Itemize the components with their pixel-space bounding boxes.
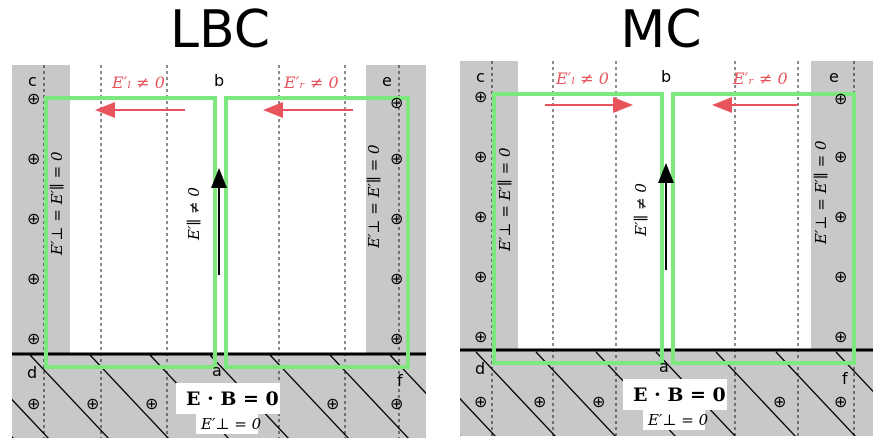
charge-icon: ⊕ bbox=[592, 392, 605, 411]
charge-icon: ⊕ bbox=[834, 147, 847, 166]
integration-loop bbox=[492, 92, 856, 365]
label-field-parallel: E′∥ ≠ 0 bbox=[632, 183, 650, 237]
label-field-left: E′ₗ ≠ 0 bbox=[111, 73, 165, 92]
label-wall-left: E′⊥ = E′∥ = 0 bbox=[48, 151, 66, 256]
charge-icon: ⊕ bbox=[326, 394, 339, 413]
charge-icon: ⊕ bbox=[474, 87, 487, 106]
charge-icon: ⊕ bbox=[533, 392, 546, 411]
charge-icon: ⊕ bbox=[474, 392, 487, 411]
panel-lbc: LBC bbox=[0, 0, 440, 441]
panel-title: LBC bbox=[169, 0, 271, 60]
point-b: b bbox=[661, 67, 671, 86]
conductor-right-wall bbox=[811, 61, 873, 351]
charge-icon: ⊕ bbox=[145, 394, 158, 413]
charge-icon: ⊕ bbox=[27, 209, 40, 228]
point-e: e bbox=[382, 71, 392, 90]
point-a: a bbox=[659, 357, 669, 376]
point-d: d bbox=[27, 363, 37, 382]
charge-icon: ⊕ bbox=[27, 149, 40, 168]
label-field-right: E′ᵣ ≠ 0 bbox=[283, 73, 339, 92]
conductor-left-wall bbox=[12, 65, 70, 355]
ideal-condition: E · B = 0 bbox=[633, 384, 726, 406]
charges-right: ⊕ ⊕ ⊕ ⊕ ⊕ ⊕ ⊕ ⊕ ⊕ ⊕ ⊕ ⊕ ⊕ ⊕ ⊕ bbox=[474, 87, 847, 411]
label-wall-right: E′⊥ = E′∥ = 0 bbox=[812, 140, 830, 245]
ideal-condition: E · B = 0 bbox=[186, 388, 279, 410]
charge-icon: ⊕ bbox=[474, 267, 487, 286]
charge-icon: ⊕ bbox=[27, 394, 40, 413]
charges-left: ⊕ ⊕ ⊕ ⊕ ⊕ ⊕ ⊕ ⊕ ⊕ ⊕ ⊕ ⊕ ⊕ ⊕ ⊕ bbox=[27, 89, 403, 413]
perp-condition-box bbox=[196, 414, 258, 434]
charge-icon: ⊕ bbox=[27, 89, 40, 108]
perp-condition: E′⊥ = 0 bbox=[200, 415, 262, 433]
charge-icon: ⊕ bbox=[86, 394, 99, 413]
point-f: f bbox=[397, 371, 403, 390]
charge-icon: ⊕ bbox=[773, 392, 786, 411]
charge-icon: ⊕ bbox=[390, 209, 403, 228]
charge-icon: ⊕ bbox=[390, 329, 403, 348]
label-wall-right: E′⊥ = E′∥ = 0 bbox=[365, 144, 383, 249]
charge-icon: ⊕ bbox=[834, 207, 847, 226]
label-field-right: E′ᵣ ≠ 0 bbox=[732, 69, 788, 88]
panel-title: MC bbox=[620, 0, 702, 60]
conductor-left-wall bbox=[460, 61, 518, 351]
charge-icon: ⊕ bbox=[474, 147, 487, 166]
charge-icon: ⊕ bbox=[474, 207, 487, 226]
integration-loop bbox=[44, 96, 410, 369]
charge-icon: ⊕ bbox=[27, 269, 40, 288]
point-e: e bbox=[829, 67, 839, 86]
charge-icon: ⊕ bbox=[390, 269, 403, 288]
ideal-condition-box bbox=[176, 383, 280, 414]
charge-icon: ⊕ bbox=[834, 327, 847, 346]
diagram-lbc: E′ₗ ≠ 0 E′ᵣ ≠ 0 c b e a d f E′∥ ≠ 0 E′⊥ … bbox=[12, 65, 426, 438]
conductor-right-wall bbox=[366, 65, 426, 355]
perp-condition-box bbox=[643, 410, 705, 430]
panel-mc: MC bbox=[441, 0, 881, 441]
charge-icon: ⊕ bbox=[834, 267, 847, 286]
diagram-mc: E′ₗ ≠ 0 E′ᵣ ≠ 0 c b e a d f E′∥ ≠ 0 E′⊥ … bbox=[460, 61, 873, 436]
charge-icon: ⊕ bbox=[474, 327, 487, 346]
ideal-condition-box bbox=[623, 379, 727, 410]
label-field-parallel: E′∥ ≠ 0 bbox=[185, 187, 203, 241]
charge-icon: ⊕ bbox=[390, 394, 403, 413]
label-field-left: E′ₗ ≠ 0 bbox=[555, 69, 609, 88]
charge-icon: ⊕ bbox=[834, 392, 847, 411]
point-f: f bbox=[842, 369, 848, 388]
point-c: c bbox=[28, 71, 37, 90]
point-b: b bbox=[214, 71, 224, 90]
charge-icon: ⊕ bbox=[834, 89, 847, 108]
charge-icon: ⊕ bbox=[27, 329, 40, 348]
label-wall-left: E′⊥ = E′∥ = 0 bbox=[496, 147, 514, 252]
point-d: d bbox=[475, 359, 485, 378]
point-c: c bbox=[476, 67, 485, 86]
perp-condition: E′⊥ = 0 bbox=[647, 411, 709, 429]
point-a: a bbox=[212, 361, 222, 380]
charge-icon: ⊕ bbox=[390, 93, 403, 112]
charge-icon: ⊕ bbox=[390, 149, 403, 168]
field-lines bbox=[491, 61, 855, 436]
